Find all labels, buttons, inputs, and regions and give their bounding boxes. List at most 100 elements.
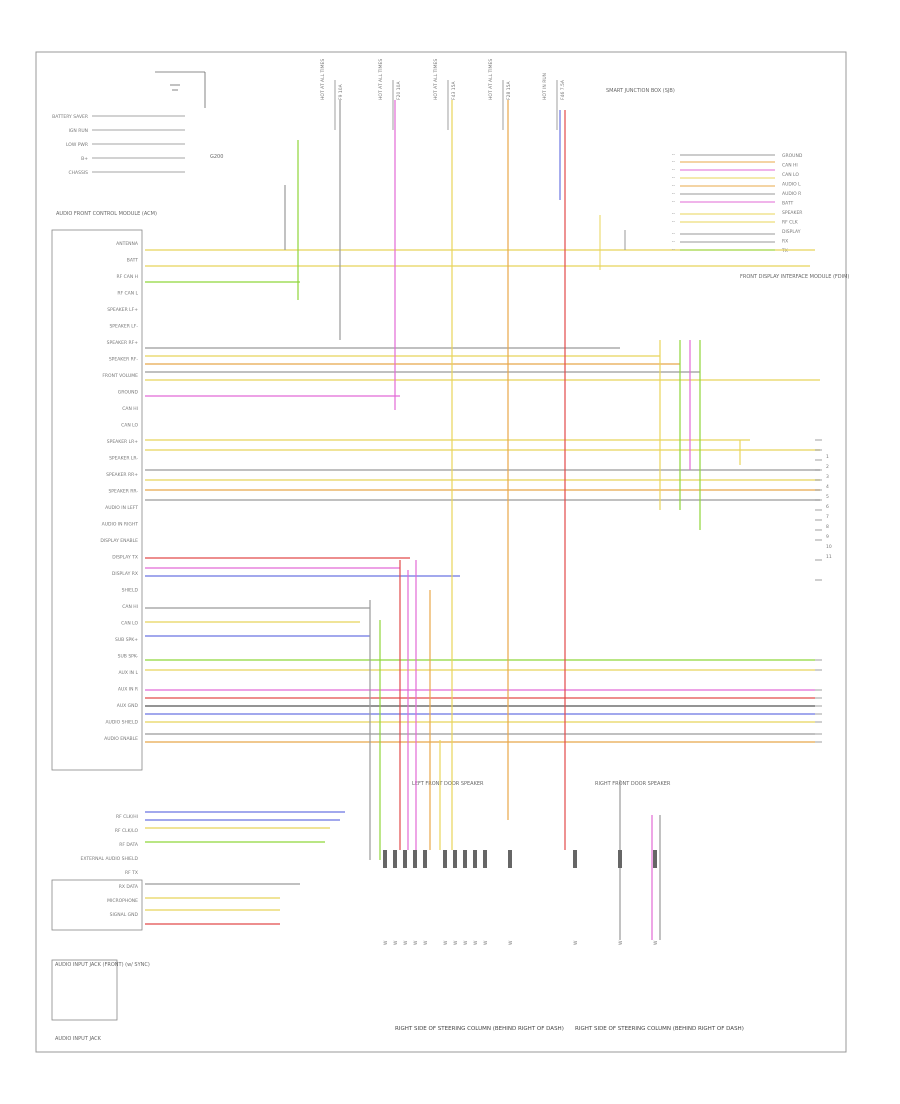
bottom-pin-label: RF DATA xyxy=(119,842,139,848)
left-pin-label: CAN LO xyxy=(121,423,138,429)
right-bus-label: -- xyxy=(672,153,676,158)
connector-pin xyxy=(443,850,447,868)
speaker-left-label: LEFT FRONT DOOR SPEAKER xyxy=(412,781,484,787)
right-bus-label: -- xyxy=(672,160,676,165)
left-pin-label: SPEAKER LR- xyxy=(109,456,138,462)
right-pin-label: CAN LO xyxy=(782,172,799,178)
top-pin-label: B+ xyxy=(81,156,88,162)
right-pin-label: CAN HI xyxy=(782,163,798,169)
connector-pin xyxy=(653,850,657,868)
fuse-rating: F20 10A xyxy=(396,81,402,100)
left-pin-label: AUDIO SHIELD xyxy=(105,720,138,726)
connector-wire-label: W xyxy=(573,940,579,945)
left-module-title: AUDIO FRONT CONTROL MODULE (ACM) xyxy=(56,211,157,217)
fuse-label: HOT AT ALL TIMES xyxy=(378,59,384,100)
left-pin-label: GROUND xyxy=(118,390,139,396)
speaker-right-label: RIGHT FRONT DOOR SPEAKER xyxy=(595,781,671,787)
left-pin-label: AUX IN R xyxy=(118,687,138,693)
connector-pin xyxy=(508,850,512,868)
right-connector-label: 4 xyxy=(826,484,829,490)
left-pin-label: SPEAKER RR+ xyxy=(106,472,138,478)
connector-wire-label: W xyxy=(508,940,514,945)
right-connector-label: 7 xyxy=(826,514,829,520)
connector-wire-label: W xyxy=(403,940,409,945)
left-pin-label: SUB SPK+ xyxy=(115,637,138,643)
left-pin-label: DISPLAY RX xyxy=(112,571,138,577)
right-connector-label: 11 xyxy=(826,554,832,560)
fuse-rating: F43 15A xyxy=(451,81,457,100)
left-pin-label: SUB SPK- xyxy=(118,654,139,660)
connector-pin xyxy=(413,850,417,868)
right-connector-label: 8 xyxy=(826,524,829,530)
connector-pin xyxy=(463,850,467,868)
left-pin-label: SPEAKER LF+ xyxy=(107,307,138,313)
left-pin-label: DISPLAY ENABLE xyxy=(100,538,138,544)
connector-wire-label: W xyxy=(473,940,479,945)
left-pin-label: SPEAKER LF- xyxy=(109,324,138,330)
left-pin-label: AUDIO ENABLE xyxy=(104,736,138,742)
left-pin-label: SPEAKER RR- xyxy=(108,489,138,495)
right-bus-label: -- xyxy=(672,200,676,205)
left-pin-label: SHIELD xyxy=(122,588,139,594)
bottom-pin-labels: RF CLK/HI RF CLK/LO RF DATA EXTERNAL AUDIO … xyxy=(81,814,139,918)
top-pin-label: BATTERY SAVER xyxy=(52,114,88,120)
left-pin-label: BATT xyxy=(127,258,138,264)
left-pin-label: CAN LO xyxy=(121,621,138,627)
bottom-pin-label: RX DATA xyxy=(119,884,139,890)
bottom-right-caption: RIGHT SIDE OF STEERING COLUMN (BEHIND RI… xyxy=(575,1026,744,1032)
ground-note: G200 xyxy=(210,154,223,160)
left-pin-label: CAN HI xyxy=(122,604,138,610)
audio-control-module-box xyxy=(51,229,143,771)
right-connector-label: 1 xyxy=(826,454,829,460)
right-bus-label: -- xyxy=(672,220,676,225)
fuse-label: HOT AT ALL TIMES xyxy=(320,59,326,100)
connector-wire-label: W xyxy=(443,940,449,945)
fuse-rating: F28 15A xyxy=(506,81,512,100)
bottom-pin-label: MICROPHONE xyxy=(107,898,138,904)
right-connector-label: 3 xyxy=(826,474,829,480)
right-pin-label: BATT xyxy=(782,201,793,207)
right-pin-label: SPEAKER xyxy=(782,210,802,216)
connector-wire-label: W xyxy=(413,940,419,945)
top-right-note: SMART JUNCTION BOX (SJB) xyxy=(606,88,675,94)
bottom-pin-label: RF TX xyxy=(125,870,138,876)
right-bus-label: -- xyxy=(672,240,676,245)
left-pin-label: AUDIO IN LEFT xyxy=(105,505,138,511)
right-module-title: FRONT DISPLAY INTERFACE MODULE (FDIM) xyxy=(740,274,849,280)
left-pin-label: RF CAN L xyxy=(117,291,138,297)
right-bus-label: -- xyxy=(672,184,676,189)
right-connector-label: 5 xyxy=(826,494,829,500)
right-pin-label: RF CLK xyxy=(782,220,799,226)
connector-pin xyxy=(453,850,457,868)
left-pin-label: RF CAN H xyxy=(116,274,138,280)
left-pin-label: SPEAKER LR+ xyxy=(107,439,138,445)
bottom-pin-label: EXTERNAL AUDIO SHIELD xyxy=(81,856,139,862)
connector-wire-label: W xyxy=(653,940,659,945)
bottom-pin-label: SIGNAL GND xyxy=(110,912,139,918)
right-connector-label: 2 xyxy=(826,464,829,470)
left-pin-label: AUDIO IN RIGHT xyxy=(102,522,139,528)
connector-pin xyxy=(483,850,487,868)
left-pin-label: FRONT VOLUME xyxy=(102,373,138,379)
audio-jack-note: AUDIO INPUT JACK (FRONT) (w/ SYNC) xyxy=(55,962,150,968)
bottom-pin-label: RF CLK/HI xyxy=(116,814,138,820)
right-bus-label: -- xyxy=(672,232,676,237)
left-pin-label: SPEAKER RF+ xyxy=(107,340,139,346)
left-pin-label: AUX IN L xyxy=(118,670,138,676)
fuse-label: HOT AT ALL TIMES xyxy=(433,59,439,100)
left-pin-label: SPEAKER RF- xyxy=(109,357,139,363)
connector-wire-label: W xyxy=(423,940,429,945)
left-pin-label: DISPLAY TX xyxy=(112,555,138,561)
audio-input-jack-box xyxy=(51,959,118,1021)
connector-wire-label: W xyxy=(483,940,489,945)
antenna-icon xyxy=(155,71,206,108)
bottom-pin-label: RF CLK/LO xyxy=(115,828,139,834)
connector-wire-label: W xyxy=(618,940,624,945)
connector-pin xyxy=(573,850,577,868)
